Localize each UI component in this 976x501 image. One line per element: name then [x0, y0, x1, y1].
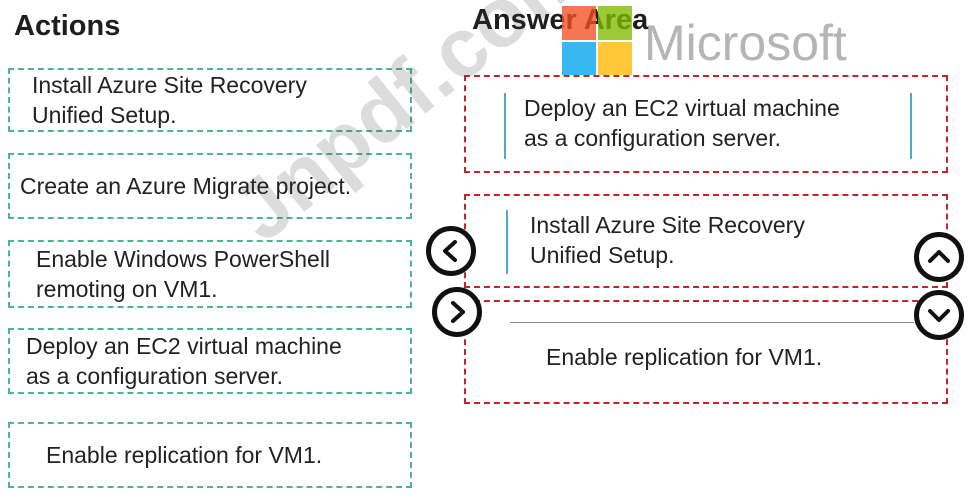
answer-item-text: Install Azure Site Recovery — [530, 212, 805, 238]
answer-item-deploy-ec2[interactable]: Deploy an EC2 virtual machine as a confi… — [504, 93, 912, 159]
answer-item-install-asr[interactable]: Install Azure Site Recovery Unified Setu… — [506, 210, 806, 274]
answer-slot-1[interactable]: Deploy an EC2 virtual machine as a confi… — [464, 75, 948, 173]
answer-slot-2[interactable]: Install Azure Site Recovery Unified Setu… — [464, 194, 948, 288]
action-item-text: Unified Setup. — [32, 102, 177, 128]
chevron-right-icon — [451, 301, 465, 323]
answer-item-text: Deploy an EC2 virtual machine — [524, 95, 840, 121]
action-item-enable-powershell[interactable]: Enable Windows PowerShell remoting on VM… — [8, 240, 412, 308]
chevron-down-icon — [928, 309, 950, 322]
action-item-text: Install Azure Site Recovery — [32, 72, 307, 98]
answer-item-text: Unified Setup. — [530, 242, 675, 268]
action-item-text: remoting on VM1. — [36, 276, 218, 302]
move-up-button[interactable] — [914, 232, 964, 282]
chevron-up-icon — [928, 250, 950, 263]
answer-slot-3[interactable]: Enable replication for VM1. — [464, 300, 948, 404]
action-item-deploy-ec2[interactable]: Deploy an EC2 virtual machine as a confi… — [8, 328, 412, 394]
move-down-button[interactable] — [914, 290, 964, 340]
action-item-install-asr[interactable]: Install Azure Site Recovery Unified Setu… — [8, 68, 412, 132]
action-item-text: Deploy an EC2 virtual machine — [26, 333, 342, 359]
actions-heading: Actions — [14, 10, 121, 42]
microsoft-watermark-text: Microsoft — [644, 15, 847, 71]
action-item-create-migrate-project[interactable]: Create an Azure Migrate project. — [8, 153, 412, 219]
answer-item-text: as a configuration server. — [524, 125, 781, 151]
chevron-left-icon — [443, 240, 457, 262]
answer-item-enable-replication[interactable]: Enable replication for VM1. — [546, 342, 822, 372]
action-item-text: Enable Windows PowerShell — [36, 246, 331, 272]
move-right-button[interactable] — [432, 287, 482, 337]
action-item-text: Create an Azure Migrate project. — [20, 173, 352, 199]
action-item-text: as a configuration server. — [26, 363, 283, 389]
answer-item-divider — [510, 322, 914, 323]
action-item-enable-replication[interactable]: Enable replication for VM1. — [8, 422, 412, 488]
action-item-text: Enable replication for VM1. — [46, 442, 323, 468]
move-left-button[interactable] — [426, 226, 476, 276]
answer-item-text: Enable replication for VM1. — [546, 344, 823, 370]
